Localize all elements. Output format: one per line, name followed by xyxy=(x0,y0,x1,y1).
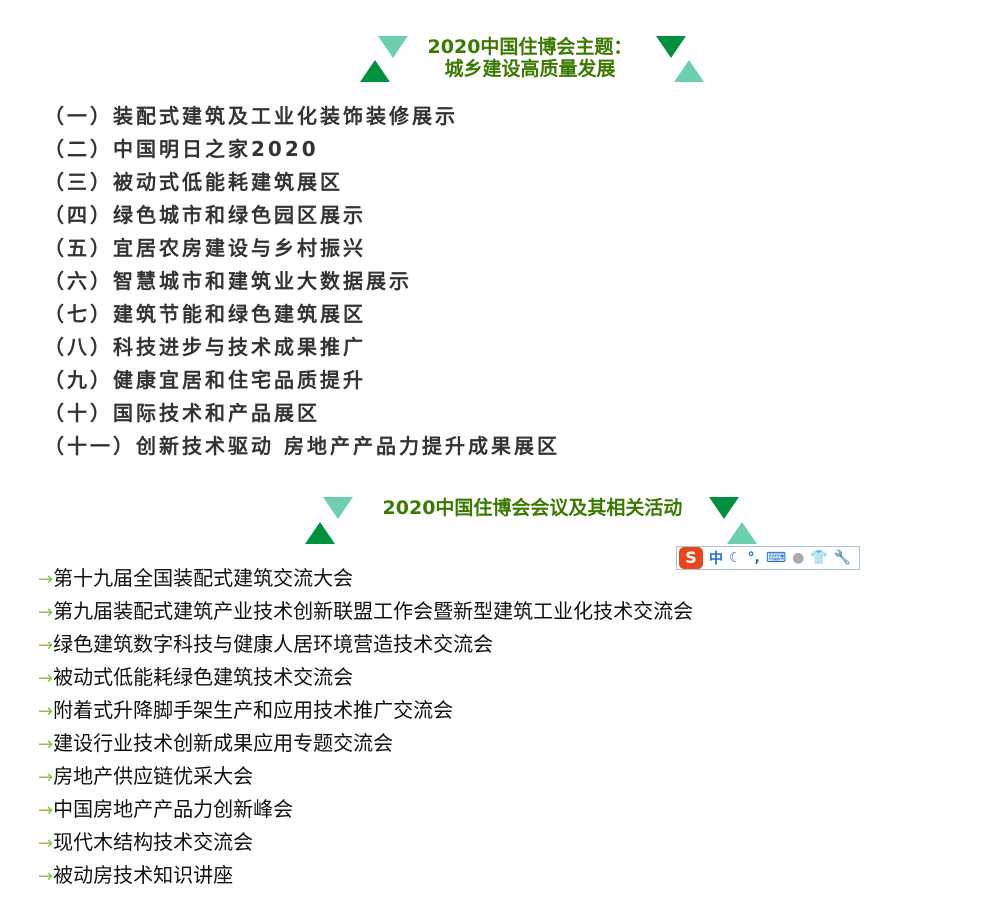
sogou-logo-icon[interactable]: S xyxy=(679,547,703,569)
list-item: （九）健康宜居和住宅品质提升 xyxy=(44,368,366,392)
skin-shirt-icon[interactable]: 👕 xyxy=(810,550,828,566)
section2-title: 2020中国住博会会议及其相关活动 xyxy=(382,497,683,519)
triangle-decoration xyxy=(727,522,757,544)
list-item: →被动房技术知识讲座 xyxy=(38,860,693,893)
event-list: →第十九届全国装配式建筑交流大会 →第九届装配式建筑产业技术创新联盟工作会暨新型… xyxy=(38,563,693,893)
item-text: 附着式升降脚手架生产和应用技术推广交流会 xyxy=(53,698,454,722)
title-line1: 2020中国住博会主题： xyxy=(427,36,633,58)
list-item: →房地产供应链优采大会 xyxy=(38,761,693,794)
exhibit-list: （一）装配式建筑及工业化装饰装修展示 （二）中国明日之家2020 （三）被动式低… xyxy=(44,102,560,465)
item-text: 房地产供应链优采大会 xyxy=(53,764,254,788)
list-item: （二）中国明日之家2020 xyxy=(44,137,319,161)
list-item: （十一）创新技术驱动 房地产产品力提升成果展区 xyxy=(44,434,560,458)
item-text: 中国房地产产品力创新峰会 xyxy=(53,797,294,821)
punctuation-button[interactable]: °, xyxy=(747,550,760,566)
arrow-icon: → xyxy=(38,734,54,755)
arrow-icon: → xyxy=(38,668,54,689)
triangle-decoration xyxy=(378,36,408,58)
list-item: →第九届装配式建筑产业技术创新联盟工作会暨新型建筑工业化技术交流会 xyxy=(38,596,693,629)
triangle-decoration xyxy=(305,522,335,544)
list-item: （八）科技进步与技术成果推广 xyxy=(44,335,366,359)
arrow-icon: → xyxy=(38,569,54,590)
ime-toolbar[interactable]: S 中 ☾ °, ⌨ ● 👕 🔧 xyxy=(676,546,860,570)
moon-icon[interactable]: ☾ xyxy=(729,550,742,566)
arrow-icon: → xyxy=(38,767,54,788)
section1-title: 2020中国住博会主题： 城乡建设高质量发展 xyxy=(400,36,660,80)
arrow-icon: → xyxy=(38,701,54,722)
triangle-decoration xyxy=(323,497,353,519)
keyboard-icon[interactable]: ⌨ xyxy=(765,550,787,566)
triangle-decoration xyxy=(709,497,739,519)
item-text: 被动房技术知识讲座 xyxy=(53,863,234,887)
triangle-decoration xyxy=(674,60,704,82)
list-item: →建设行业技术创新成果应用专题交流会 xyxy=(38,728,693,761)
item-text: 第十九届全国装配式建筑交流大会 xyxy=(53,566,354,590)
arrow-icon: → xyxy=(38,602,54,623)
item-text: 现代木结构技术交流会 xyxy=(53,830,254,854)
triangle-decoration xyxy=(656,36,686,58)
wrench-icon[interactable]: 🔧 xyxy=(833,550,852,566)
arrow-icon: → xyxy=(38,635,54,656)
list-item: →附着式升降脚手架生产和应用技术推广交流会 xyxy=(38,695,693,728)
chinese-mode-button[interactable]: 中 xyxy=(709,551,723,567)
list-item: →现代木结构技术交流会 xyxy=(38,827,693,860)
item-text: 被动式低能耗绿色建筑技术交流会 xyxy=(53,665,354,689)
list-item: →中国房地产产品力创新峰会 xyxy=(38,794,693,827)
list-item: →第十九届全国装配式建筑交流大会 xyxy=(38,563,693,596)
arrow-icon: → xyxy=(38,866,54,887)
list-item: （四）绿色城市和绿色园区展示 xyxy=(44,203,366,227)
item-text: 绿色建筑数字科技与健康人居环境营造技术交流会 xyxy=(53,632,494,656)
list-item: →被动式低能耗绿色建筑技术交流会 xyxy=(38,662,693,695)
list-item: （一）装配式建筑及工业化装饰装修展示 xyxy=(44,104,458,128)
item-text: 建设行业技术创新成果应用专题交流会 xyxy=(53,731,394,755)
arrow-icon: → xyxy=(38,833,54,854)
list-item: →绿色建筑数字科技与健康人居环境营造技术交流会 xyxy=(38,629,693,662)
triangle-decoration xyxy=(360,60,390,82)
list-item: （六）智慧城市和建筑业大数据展示 xyxy=(44,269,412,293)
item-text: 第九届装配式建筑产业技术创新联盟工作会暨新型建筑工业化技术交流会 xyxy=(53,599,694,623)
list-item: （三）被动式低能耗建筑展区 xyxy=(44,170,343,194)
user-icon[interactable]: ● xyxy=(792,550,805,566)
list-item: （七）建筑节能和绿色建筑展区 xyxy=(44,302,366,326)
arrow-icon: → xyxy=(38,800,54,821)
list-item: （五）宜居农房建设与乡村振兴 xyxy=(44,236,366,260)
list-item: （十）国际技术和产品展区 xyxy=(44,401,320,425)
title-line2: 城乡建设高质量发展 xyxy=(444,58,616,80)
